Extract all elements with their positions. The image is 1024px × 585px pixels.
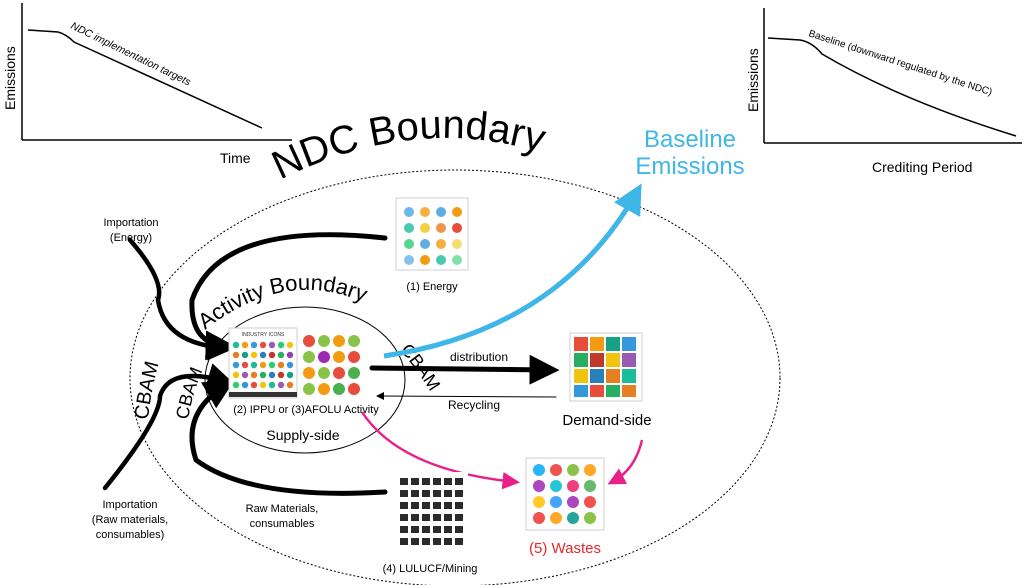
baseline-label-line2: Emissions <box>635 153 744 180</box>
wastes-icons <box>533 464 596 524</box>
afolu-icons <box>303 335 360 395</box>
right-chart-curve <box>767 37 1017 137</box>
ippu-icons <box>232 341 294 389</box>
ndc-boundary-ellipse <box>129 169 781 585</box>
activity-boundary-title: Activity Boundary <box>193 270 371 334</box>
ippu-afolu-label: (2) IPPU or (3)AFOLU Activity <box>233 404 379 416</box>
activity-to-wastes-arrow <box>360 411 520 490</box>
import-raw-arrow <box>102 363 235 491</box>
cbam-left-label: CBAM <box>131 359 164 421</box>
distribution-label: distribution <box>450 350 508 364</box>
demand-icons <box>574 337 636 397</box>
lulucf-label: (4) LULUCF/Mining <box>383 563 478 575</box>
energy-to-activity-arrow <box>189 232 388 361</box>
left-chart-curve-label: NDC implementation targets <box>69 20 193 89</box>
ndc-boundary-title: NDC Boundary <box>265 103 550 188</box>
import-raw-label-3: consumables) <box>96 529 164 541</box>
right-chart-ylabel: Emissions <box>745 48 761 112</box>
recycling-arrow <box>376 392 557 401</box>
right-chart-curve-label: Baseline (downward regulated by the NDC) <box>807 28 993 98</box>
wastes-icon-panel <box>525 457 605 531</box>
recycling-label: Recycling <box>448 398 500 412</box>
demand-side-icon-panel <box>569 332 643 402</box>
ippu-panel-title: INDUSTRY ICONS <box>242 332 285 338</box>
lulucf-icon-panel <box>396 472 468 558</box>
distribution-arrow <box>369 354 560 385</box>
supply-side-label: Supply-side <box>266 427 339 443</box>
import-raw-label-2: (Raw materials, <box>92 514 168 526</box>
raw-materials-label-1: Raw Materials, <box>246 503 319 515</box>
energy-icons <box>404 207 462 265</box>
ippu-icon-panel: INDUSTRY ICONS <box>228 327 298 399</box>
import-energy-label-1: Importation <box>103 217 158 229</box>
flow-arrows <box>102 232 560 496</box>
left-emissions-chart: Emissions Time NDC implementation target… <box>2 3 292 166</box>
demand-to-wastes-arrow <box>607 439 644 485</box>
demand-side-label: Demand-side <box>562 412 651 429</box>
import-raw-label-1: Importation <box>102 499 157 511</box>
raw-materials-arrow <box>189 380 388 496</box>
left-chart-xlabel: Time <box>220 150 251 166</box>
afolu-icon-panel <box>299 332 369 396</box>
energy-icon-panel <box>395 197 469 271</box>
import-energy-label-2: (Energy) <box>110 232 152 244</box>
right-emissions-chart: Emissions Crediting Period Baseline (dow… <box>745 8 1022 175</box>
baseline-emissions-arrow <box>383 183 642 359</box>
left-chart-curve <box>27 29 263 129</box>
energy-label: (1) Energy <box>406 281 458 293</box>
baseline-label-line1: Baseline <box>644 126 736 153</box>
lulucf-icons <box>400 478 463 545</box>
import-energy-arrow <box>127 237 235 361</box>
raw-materials-label-2: consumables <box>250 518 315 530</box>
left-chart-ylabel: Emissions <box>2 46 18 110</box>
wastes-label: (5) Wastes <box>529 540 601 557</box>
right-chart-xlabel: Crediting Period <box>872 159 972 175</box>
